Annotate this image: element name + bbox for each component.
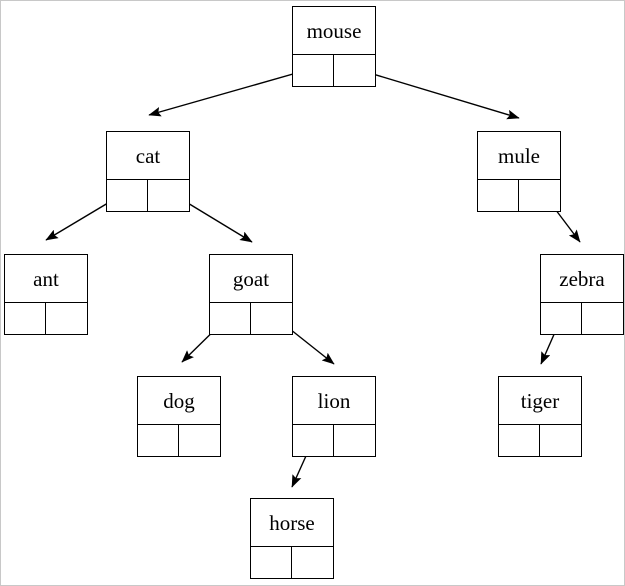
tree-edge-mouse-to-mule	[352, 67, 520, 120]
tree-node-label: mouse	[293, 7, 375, 55]
tree-node-label: goat	[210, 255, 292, 303]
tree-node-pointer-row	[251, 547, 333, 579]
tree-edge-mouse-to-cat	[148, 67, 315, 117]
left-pointer-cell	[210, 303, 251, 335]
tree-node-cat[interactable]: cat	[106, 131, 190, 212]
left-pointer-cell	[107, 180, 148, 212]
left-pointer-cell	[499, 425, 540, 457]
left-pointer-cell	[251, 547, 292, 579]
tree-node-pointer-row	[293, 425, 375, 457]
tree-node-pointer-row	[107, 180, 189, 212]
left-pointer-cell	[138, 425, 179, 457]
right-pointer-cell	[46, 303, 87, 335]
right-pointer-cell	[292, 547, 333, 579]
tree-node-label: dog	[138, 377, 220, 425]
right-pointer-cell	[334, 425, 375, 457]
left-pointer-cell	[5, 303, 46, 335]
tree-node-pointer-row	[210, 303, 292, 335]
right-pointer-cell	[179, 425, 220, 457]
tree-node-horse[interactable]: horse	[250, 498, 334, 579]
tree-node-ant[interactable]: ant	[4, 254, 88, 335]
tree-node-pointer-row	[138, 425, 220, 457]
tree-node-lion[interactable]: lion	[292, 376, 376, 457]
tree-node-mouse[interactable]: mouse	[292, 6, 376, 87]
tree-node-label: tiger	[499, 377, 581, 425]
left-pointer-cell	[293, 55, 334, 87]
right-pointer-cell	[519, 180, 560, 212]
tree-node-label: zebra	[541, 255, 623, 303]
right-pointer-cell	[334, 55, 375, 87]
left-pointer-cell	[541, 303, 582, 335]
right-pointer-cell	[148, 180, 189, 212]
tree-node-label: cat	[107, 132, 189, 180]
tree-node-pointer-row	[5, 303, 87, 335]
right-pointer-cell	[540, 425, 581, 457]
tree-node-label: horse	[251, 499, 333, 547]
tree-node-dog[interactable]: dog	[137, 376, 221, 457]
tree-node-label: mule	[478, 132, 560, 180]
tree-node-label: ant	[5, 255, 87, 303]
tree-node-zebra[interactable]: zebra	[540, 254, 624, 335]
tree-node-pointer-row	[478, 180, 560, 212]
tree-node-pointer-row	[293, 55, 375, 87]
right-pointer-cell	[582, 303, 623, 335]
tree-node-tiger[interactable]: tiger	[498, 376, 582, 457]
tree-node-mule[interactable]: mule	[477, 131, 561, 212]
right-pointer-cell	[251, 303, 292, 335]
tree-node-pointer-row	[541, 303, 623, 335]
left-pointer-cell	[478, 180, 519, 212]
tree-node-goat[interactable]: goat	[209, 254, 293, 335]
left-pointer-cell	[293, 425, 334, 457]
tree-node-pointer-row	[499, 425, 581, 457]
tree-node-label: lion	[293, 377, 375, 425]
